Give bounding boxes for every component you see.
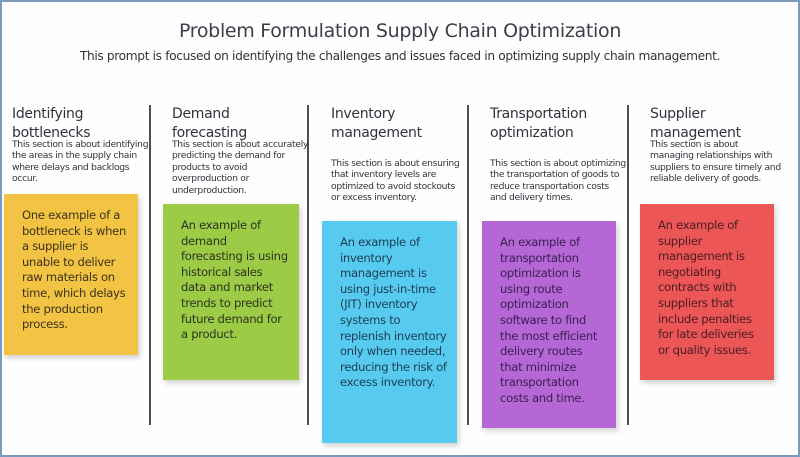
column-transportation-optimization: Transportation optimization (490, 105, 620, 143)
column-divider (627, 105, 629, 425)
column-description: This section is about managing relations… (650, 139, 781, 185)
column-demand-forecasting: Demand forecasting (172, 105, 306, 143)
column-heading: Transportation optimization (490, 106, 587, 141)
column-inventory-management: Inventory management (331, 105, 467, 143)
column-description: This section is about ensuring that inve… (331, 158, 460, 204)
column-divider (467, 105, 469, 425)
column-identifying-bottlenecks: Identifying bottlenecks (12, 105, 148, 143)
example-note-inventory-management: An example of inventory management is us… (322, 221, 457, 443)
example-note-supplier-management: An example of supplier management is neg… (640, 204, 774, 380)
column-description: This section is about identifying the ar… (12, 139, 149, 185)
column-heading: Demand forecasting (172, 106, 247, 141)
column-heading: Inventory management (331, 106, 422, 141)
column-supplier-management: Supplier management (650, 105, 790, 143)
example-note-bottlenecks: One example of a bottleneck is when a su… (4, 194, 138, 355)
column-divider (149, 105, 151, 425)
column-heading: Identifying bottlenecks (12, 106, 91, 141)
column-divider (307, 105, 309, 425)
example-note-demand-forecasting: An example of demand forecasting is usin… (163, 204, 299, 380)
column-description: This section is about optimizing the tra… (490, 158, 626, 204)
diagram-subtitle: This prompt is focused on identifying th… (79, 49, 721, 63)
example-note-transportation-optimization: An example of transportation optimizatio… (482, 221, 616, 428)
column-heading: Supplier management (650, 106, 741, 141)
column-description: This section is about accurately predict… (172, 139, 309, 196)
diagram-title: Problem Formulation Supply Chain Optimiz… (178, 20, 622, 42)
